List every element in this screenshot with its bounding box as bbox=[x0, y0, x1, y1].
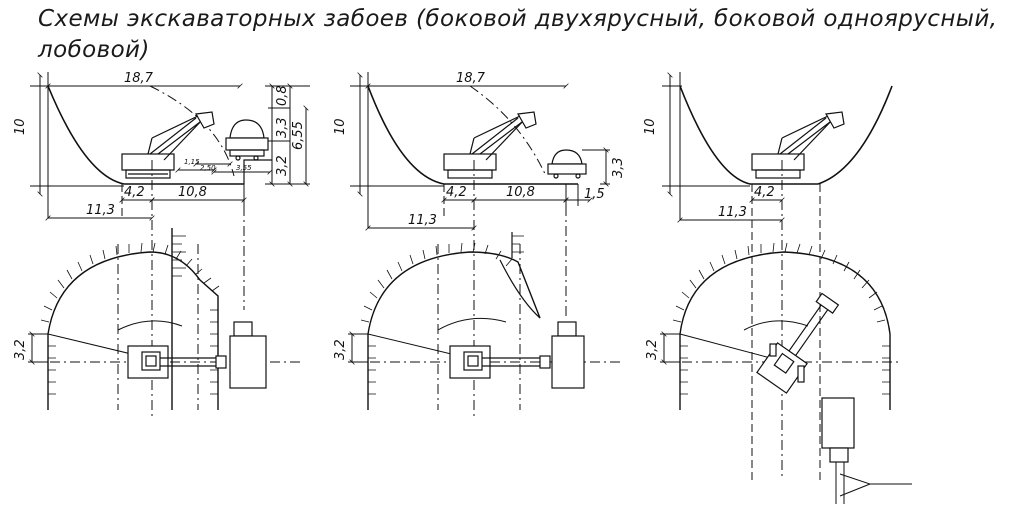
scheme-2-plan-excavator bbox=[449, 345, 551, 379]
s1-dim-car: 3,3 bbox=[275, 117, 290, 138]
scheme-2-side-single-tier: 18,7 10 3,3 4,2 10,8 1,5 11,3 3,2 bbox=[333, 71, 626, 420]
scheme-1-side-two-tier: 18,7 10 0,8 3,3 3,2 6,55 4,2 10,8 11,3 1… bbox=[13, 71, 310, 420]
scheme-3-frontal: 10 4,2 11,3 3,2 bbox=[643, 72, 912, 504]
s1-dim-width: 18,7 bbox=[124, 71, 154, 86]
s1-dim-step: 4,2 bbox=[124, 185, 145, 200]
s2-dim-width: 18,7 bbox=[456, 71, 486, 86]
scheme-3-plan-excavator bbox=[756, 292, 840, 394]
s1-dim-offset: 11,3 bbox=[86, 203, 115, 218]
scheme-2-plan bbox=[348, 206, 620, 410]
s1-dim-250: 2,50 bbox=[200, 164, 216, 172]
s1-dim-tier: 3,2 bbox=[275, 155, 290, 176]
scheme-1-plan-railcar bbox=[229, 321, 267, 389]
s1-dim-top: 0,8 bbox=[275, 85, 290, 106]
s2-dim-depth: 10 bbox=[333, 118, 348, 135]
s1-dim-total: 6,55 bbox=[291, 121, 306, 150]
s1-dim-depth: 10 bbox=[13, 118, 28, 135]
s3-dim-step: 4,2 bbox=[754, 185, 775, 200]
s2-dim-plan: 3,2 bbox=[333, 339, 348, 360]
scheme-1-profile bbox=[30, 72, 310, 420]
s3-dim-plan: 3,2 bbox=[645, 339, 660, 360]
scheme-1-excavator bbox=[121, 111, 215, 179]
s1-dim-355: 3,55 bbox=[236, 164, 252, 172]
s2-dim-gap: 1,5 bbox=[584, 187, 605, 202]
scheme-2-railcar bbox=[547, 149, 587, 179]
scheme-3-profile bbox=[662, 72, 893, 480]
scheme-3-plan-railcar bbox=[821, 397, 912, 504]
scheme-1-plan-excavator bbox=[127, 345, 227, 379]
s2-dim-step: 4,2 bbox=[446, 185, 467, 200]
s2-dim-reach: 10,8 bbox=[506, 185, 535, 200]
s3-dim-offset: 11,3 bbox=[718, 205, 747, 220]
s1-dim-reach: 10,8 bbox=[178, 185, 207, 200]
scheme-2-plan-railcar bbox=[551, 321, 585, 389]
scheme-1-railcar bbox=[225, 119, 269, 161]
scheme-3-plan bbox=[660, 242, 912, 504]
scheme-1-plan bbox=[28, 206, 300, 410]
s1-dim-plan: 3,2 bbox=[13, 339, 28, 360]
scheme-2-excavator bbox=[443, 111, 537, 179]
scheme-3-excavator bbox=[751, 111, 845, 179]
scheme-2-profile bbox=[350, 72, 610, 420]
s2-dim-car: 3,3 bbox=[611, 157, 626, 178]
s1-dim-115: 1,15 bbox=[184, 158, 200, 166]
s3-dim-depth: 10 bbox=[643, 118, 658, 135]
figure-title: Схемы экскаваторных забоев (боковой двух… bbox=[38, 6, 998, 63]
s2-dim-offset: 11,3 bbox=[408, 213, 437, 228]
